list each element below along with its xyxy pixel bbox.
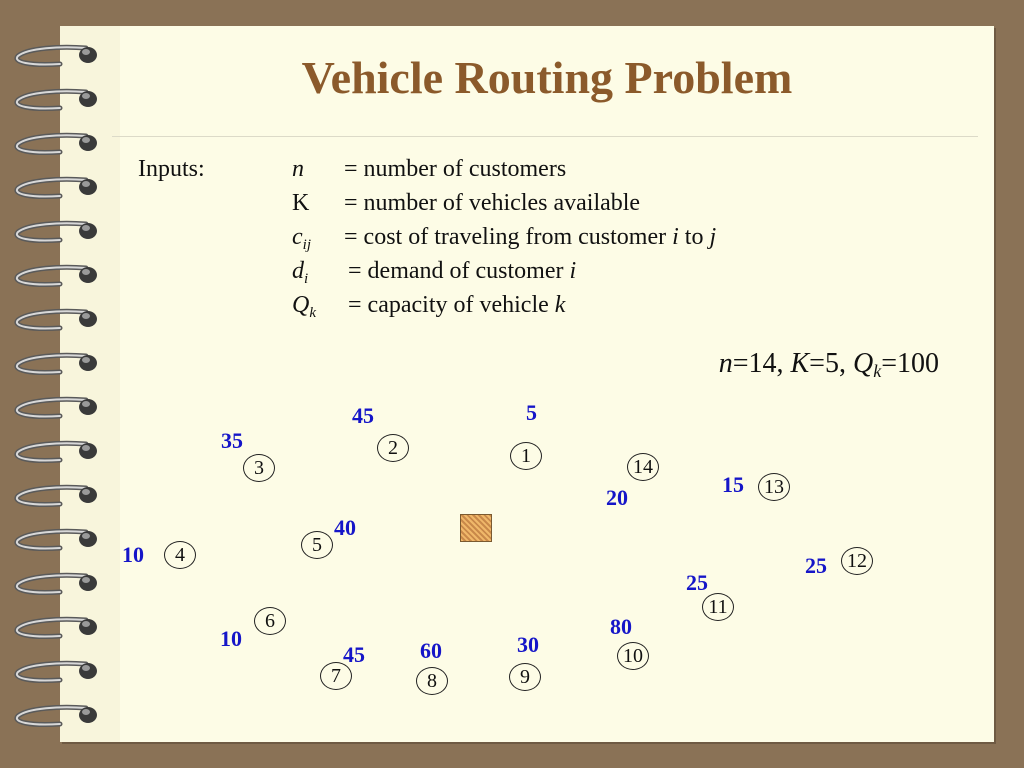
spiral-ring-icon xyxy=(14,704,97,727)
customer-node-3: 3 xyxy=(243,454,275,482)
customer-node-14: 14 xyxy=(627,453,659,481)
customer-node-11: 11 xyxy=(702,593,734,621)
customer-node-6: 6 xyxy=(254,607,286,635)
spiral-ring-icon xyxy=(14,88,97,111)
inputs-label: Inputs: xyxy=(138,156,205,182)
spiral-ring-icon xyxy=(14,440,97,463)
def-symbol-d: di xyxy=(292,258,309,287)
def-symbol-n: n xyxy=(292,156,304,182)
customer-node-10: 10 xyxy=(617,642,649,670)
demand-label-6: 10 xyxy=(220,626,242,651)
demand-label-3: 35 xyxy=(221,428,243,453)
demand-label-12: 25 xyxy=(805,553,827,578)
spiral-ring-icon xyxy=(14,528,97,551)
def-text-K: = number of vehicles available xyxy=(344,190,641,216)
notebook-page xyxy=(60,26,994,742)
spiral-ring-icon xyxy=(14,264,97,287)
spiral-ring-icon xyxy=(14,572,97,595)
customer-node-2: 2 xyxy=(377,434,409,462)
spiral-ring-icon xyxy=(14,396,97,419)
def-text-Q: = capacity of vehicle k xyxy=(348,292,566,318)
spiral-ring-icon xyxy=(14,352,97,375)
def-symbol-c: cij xyxy=(292,224,311,253)
customer-node-5: 5 xyxy=(301,531,333,559)
demand-label-7: 45 xyxy=(343,642,365,667)
demand-label-9: 30 xyxy=(517,632,539,657)
title-divider xyxy=(112,136,978,137)
demand-label-14: 20 xyxy=(606,485,628,510)
spiral-ring-icon xyxy=(14,616,97,639)
customer-node-1: 1 xyxy=(510,442,542,470)
customer-node-9: 9 xyxy=(509,663,541,691)
demand-label-2: 45 xyxy=(352,403,374,428)
demand-label-8: 60 xyxy=(420,638,442,663)
def-text-n: = number of customers xyxy=(344,156,567,182)
spiral-ring-icon xyxy=(14,132,97,155)
customer-node-8: 8 xyxy=(416,667,448,695)
slide-title: Vehicle Routing Problem xyxy=(301,52,793,103)
problem-parameters: n=14, K=5, Qk=100 xyxy=(718,348,939,381)
customer-node-7: 7 xyxy=(320,662,352,690)
spiral-ring-icon xyxy=(14,308,97,331)
def-symbol-Q: Qk xyxy=(292,292,317,321)
demand-label-11: 25 xyxy=(686,570,708,595)
demand-label-13: 15 xyxy=(722,472,744,497)
demand-label-1: 5 xyxy=(526,400,537,425)
spiral-ring-icon xyxy=(14,176,97,199)
def-text-d: = demand of customer i xyxy=(348,258,577,284)
customer-node-13: 13 xyxy=(758,473,790,501)
def-text-c: = cost of traveling from customer i to j xyxy=(344,224,717,250)
demand-label-5: 40 xyxy=(334,515,356,540)
spiral-ring-icon xyxy=(14,220,97,243)
spiral-ring-icon xyxy=(14,484,97,507)
demand-label-4: 10 xyxy=(122,542,144,567)
customer-node-12: 12 xyxy=(841,547,873,575)
demand-label-10: 80 xyxy=(610,614,632,639)
customer-node-4: 4 xyxy=(164,541,196,569)
spiral-ring-icon xyxy=(14,44,97,67)
def-symbol-K: K xyxy=(292,190,310,216)
depot-icon xyxy=(460,514,492,542)
spiral-ring-icon xyxy=(14,660,97,683)
